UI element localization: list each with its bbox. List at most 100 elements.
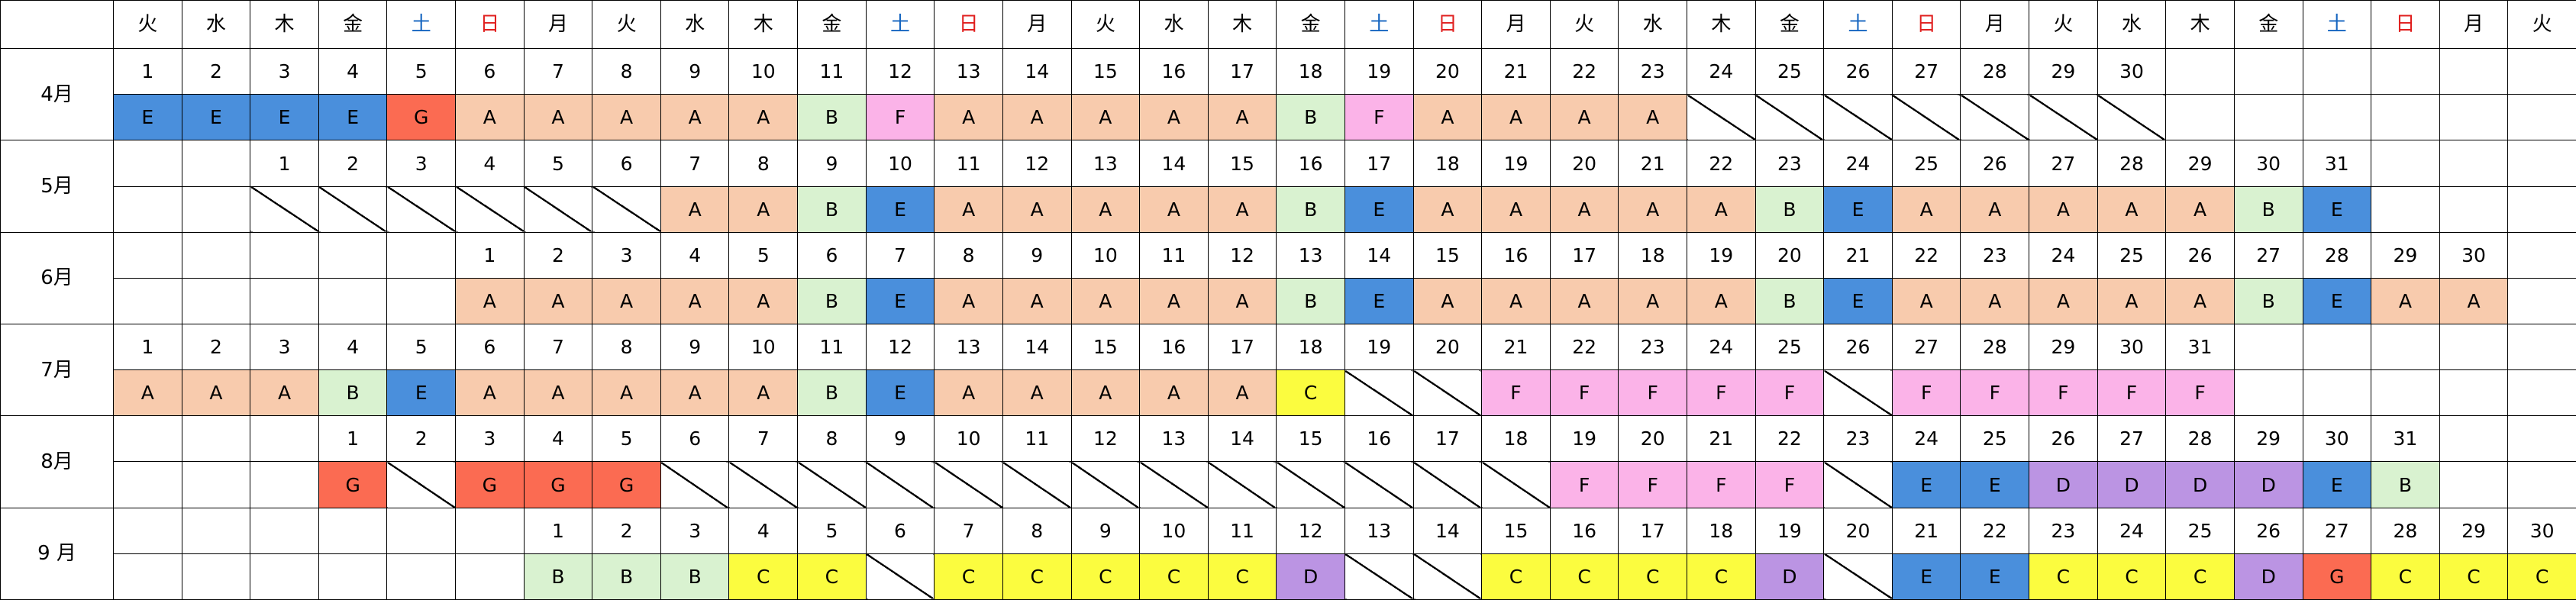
day-number bbox=[2439, 140, 2509, 187]
shift-cell: A bbox=[660, 277, 730, 325]
day-off-cell bbox=[2029, 94, 2098, 141]
day-off-cell bbox=[1481, 461, 1551, 508]
shift-cell: A bbox=[592, 94, 661, 141]
day-number bbox=[181, 415, 251, 463]
day-number bbox=[2233, 48, 2303, 95]
shift-cell: A bbox=[523, 369, 593, 417]
month-label: 9 月 bbox=[0, 507, 114, 600]
day-number: 29 bbox=[2029, 48, 2098, 95]
shift-cell: A bbox=[1207, 277, 1277, 325]
shift-cell: B bbox=[797, 185, 867, 233]
shift-cell: F bbox=[1549, 461, 1619, 508]
shift-cell: F bbox=[1960, 369, 2030, 417]
shift-cell: B bbox=[2233, 277, 2303, 325]
shift-cell: B bbox=[1276, 185, 1345, 233]
shift-cell: C bbox=[2097, 553, 2167, 600]
shift-cell: E bbox=[1823, 277, 1893, 325]
day-number bbox=[181, 140, 251, 187]
weekday-header: 土 bbox=[386, 0, 457, 50]
day-number: 1 bbox=[455, 231, 525, 279]
day-number: 15 bbox=[1070, 324, 1141, 371]
day-number bbox=[2439, 415, 2509, 463]
shift-cell: A bbox=[2029, 277, 2098, 325]
day-number: 3 bbox=[592, 231, 661, 279]
day-number: 22 bbox=[1549, 324, 1619, 371]
day-number: 4 bbox=[455, 140, 525, 187]
weekday-header: 金 bbox=[2233, 0, 2303, 50]
shift-cell: E bbox=[181, 94, 251, 141]
day-number: 30 bbox=[2439, 231, 2509, 279]
day-number: 11 bbox=[1002, 415, 1072, 463]
shift-cell: A bbox=[455, 369, 525, 417]
shift-cell: C bbox=[2165, 553, 2235, 600]
shift-cell: A bbox=[934, 185, 1003, 233]
weekday-header: 金 bbox=[1276, 0, 1345, 50]
day-number: 8 bbox=[1002, 507, 1072, 554]
shift-cell: A bbox=[1412, 277, 1483, 325]
day-number: 4 bbox=[318, 48, 388, 95]
day-number: 4 bbox=[660, 231, 730, 279]
day-number: 5 bbox=[728, 231, 799, 279]
day-off-cell bbox=[523, 185, 593, 233]
shift-cell: E bbox=[1960, 461, 2030, 508]
weekday-header: 日 bbox=[1412, 0, 1483, 50]
shift-cell: A bbox=[660, 94, 730, 141]
day-number: 27 bbox=[2233, 231, 2303, 279]
day-off-cell bbox=[1823, 94, 1893, 141]
shift-cell: E bbox=[318, 94, 388, 141]
shift-cell: C bbox=[1207, 553, 1277, 600]
day-number: 2 bbox=[386, 415, 457, 463]
day-number: 4 bbox=[728, 507, 799, 554]
day-number: 28 bbox=[2302, 231, 2372, 279]
shift-cell bbox=[2439, 185, 2509, 233]
day-number: 6 bbox=[660, 415, 730, 463]
weekday-header: 日 bbox=[455, 0, 525, 50]
shift-cell bbox=[181, 553, 251, 600]
shift-cell: C bbox=[797, 553, 867, 600]
shift-cell bbox=[386, 277, 457, 325]
shift-cell: F bbox=[1754, 369, 1825, 417]
day-number: 14 bbox=[1412, 507, 1483, 554]
weekday-header: 火 bbox=[1549, 0, 1619, 50]
day-off-cell bbox=[1891, 94, 1961, 141]
shift-cell: F bbox=[865, 94, 935, 141]
shift-cell: F bbox=[1687, 461, 1756, 508]
shift-cell: F bbox=[1754, 461, 1825, 508]
day-number: 20 bbox=[1754, 231, 1825, 279]
shift-cell: A bbox=[1139, 369, 1209, 417]
day-number: 14 bbox=[1139, 140, 1209, 187]
day-number: 21 bbox=[1687, 415, 1756, 463]
day-number: 14 bbox=[1002, 48, 1072, 95]
weekday-header: 水 bbox=[181, 0, 251, 50]
day-number: 22 bbox=[1891, 231, 1961, 279]
day-number bbox=[2439, 48, 2509, 95]
day-number: 13 bbox=[934, 48, 1003, 95]
shift-cell: A bbox=[1891, 185, 1961, 233]
day-number: 8 bbox=[728, 140, 799, 187]
shift-cell: C bbox=[934, 553, 1003, 600]
shift-cell: A bbox=[1139, 185, 1209, 233]
shift-cell: A bbox=[2029, 185, 2098, 233]
shift-cell: E bbox=[1960, 553, 2030, 600]
shift-cell: F bbox=[1549, 369, 1619, 417]
shift-cell: C bbox=[1002, 553, 1072, 600]
day-off-cell bbox=[1002, 461, 1072, 508]
day-number: 17 bbox=[1412, 415, 1483, 463]
day-number: 27 bbox=[2097, 415, 2167, 463]
day-off-cell bbox=[1070, 461, 1141, 508]
shift-cell bbox=[2371, 185, 2440, 233]
weekday-header-row: 火水木金土日月火水木金土日月火水木金土日月火水木金土日月火水木金土日月火 bbox=[0, 0, 2576, 50]
day-number: 5 bbox=[592, 415, 661, 463]
day-number bbox=[2507, 140, 2576, 187]
day-number: 29 bbox=[2439, 507, 2509, 554]
shift-cell: A bbox=[2097, 277, 2167, 325]
shift-cell: G bbox=[455, 461, 525, 508]
day-number: 1 bbox=[113, 48, 182, 95]
shift-cell bbox=[113, 553, 182, 600]
